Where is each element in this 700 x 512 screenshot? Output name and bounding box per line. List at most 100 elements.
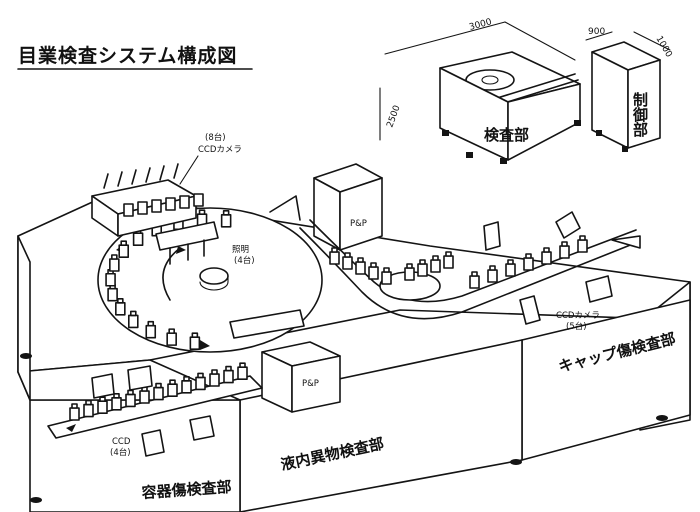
dim-line-panel-depth <box>633 31 671 51</box>
container-cap <box>561 241 568 247</box>
container <box>342 256 353 270</box>
camera-head <box>179 195 190 209</box>
camera-head <box>137 201 148 215</box>
container-cap <box>120 240 127 247</box>
container-cap <box>198 209 206 216</box>
container <box>541 251 552 265</box>
rotation-arrow <box>162 247 181 301</box>
container <box>443 255 454 269</box>
pick-and-place-lower: P&P <box>229 309 341 413</box>
container <box>105 272 116 287</box>
container <box>145 324 157 339</box>
overview-turntable <box>465 69 515 91</box>
container-cap <box>525 253 532 259</box>
container-cap <box>155 382 162 389</box>
container <box>167 383 178 398</box>
dim-line-panel-width <box>585 31 613 41</box>
container-cap <box>331 247 338 253</box>
pnp-lower-label: P&P <box>302 379 319 389</box>
control-unit-label: 制御部 <box>631 91 649 138</box>
container <box>368 266 379 280</box>
camera-head <box>123 203 134 217</box>
dim-panel-depth-label: 1000 <box>653 35 673 60</box>
container-cap <box>211 369 218 375</box>
ccd-camera-bank-top: (8台) CCDカメラ <box>91 132 242 237</box>
camera-cable <box>103 173 109 189</box>
container <box>181 379 192 394</box>
pnp-lower-frame <box>229 309 305 339</box>
ccd-camera-right-count: (5台) <box>566 321 587 332</box>
container <box>125 393 136 408</box>
container-cap <box>183 375 190 382</box>
camera-cable <box>173 163 179 179</box>
container <box>355 261 366 275</box>
camera-cable <box>131 169 137 185</box>
container-cap <box>169 379 176 386</box>
container-cap <box>406 263 413 269</box>
container-cap <box>344 252 351 258</box>
camera-cable <box>117 171 123 187</box>
container-cap <box>543 247 550 253</box>
camera-head <box>165 197 176 211</box>
ccd-camera-right: CCDカメラ (5台) <box>483 211 613 332</box>
container <box>115 302 126 316</box>
container-cap <box>432 255 439 261</box>
container-cap <box>117 298 124 304</box>
pick-and-place-upper: P&P <box>269 163 383 251</box>
container <box>189 336 201 351</box>
camera-head <box>193 193 204 207</box>
ccd-camera-top-label: CCDカメラ <box>198 145 242 155</box>
lighting-label: 照明 <box>232 245 249 255</box>
container <box>97 400 108 415</box>
ccd-camera-top-count: (8台) <box>205 132 226 143</box>
camera-cable <box>159 165 165 181</box>
container <box>404 267 415 281</box>
dim-line-width <box>384 21 506 55</box>
container-cap <box>222 209 230 216</box>
camera-cable <box>145 167 151 183</box>
dim-panel-width-label: 900 <box>588 27 605 37</box>
ccd-camera-right-label: CCDカメラ <box>556 311 600 321</box>
pnp-upper-arm <box>269 195 301 221</box>
container <box>69 407 80 421</box>
container <box>209 373 220 387</box>
left-conveyor-containers <box>69 362 248 421</box>
container-cap <box>127 389 134 396</box>
container-cap <box>579 235 586 241</box>
container-cap <box>71 403 78 409</box>
container <box>166 332 177 346</box>
container <box>107 287 118 302</box>
container-cap <box>147 320 155 327</box>
container <box>132 232 144 247</box>
container <box>505 263 516 277</box>
lighting-units: 照明 (4台) <box>155 221 255 266</box>
container <box>111 396 122 411</box>
container-cap <box>370 262 377 268</box>
container <box>417 263 428 277</box>
container-cap <box>225 365 232 372</box>
container-cap <box>99 396 106 403</box>
ccd-camera-left-count: (4台) <box>110 447 131 458</box>
container-cap <box>197 372 204 379</box>
container-cap <box>471 271 478 277</box>
container-cap <box>129 310 137 317</box>
diagram-title: 目業検査システム構成図 <box>18 44 237 67</box>
overview-inspection-unit: 3000 2500 検査部 <box>379 17 581 164</box>
dim-width-label: 3000 <box>468 17 493 33</box>
container <box>153 386 164 401</box>
container <box>118 244 129 259</box>
container <box>220 213 232 228</box>
container <box>487 269 498 283</box>
title-group: 目業検査システム構成図 <box>17 44 253 70</box>
container <box>559 245 570 259</box>
container <box>577 239 588 253</box>
container <box>329 251 340 265</box>
container-cap <box>419 259 426 265</box>
container-cap <box>239 362 246 369</box>
container <box>83 403 94 418</box>
container-cap <box>85 399 92 406</box>
ccd-camera-left-label: CCD <box>112 437 131 447</box>
container-cap <box>113 392 120 399</box>
container-cap <box>168 328 175 334</box>
